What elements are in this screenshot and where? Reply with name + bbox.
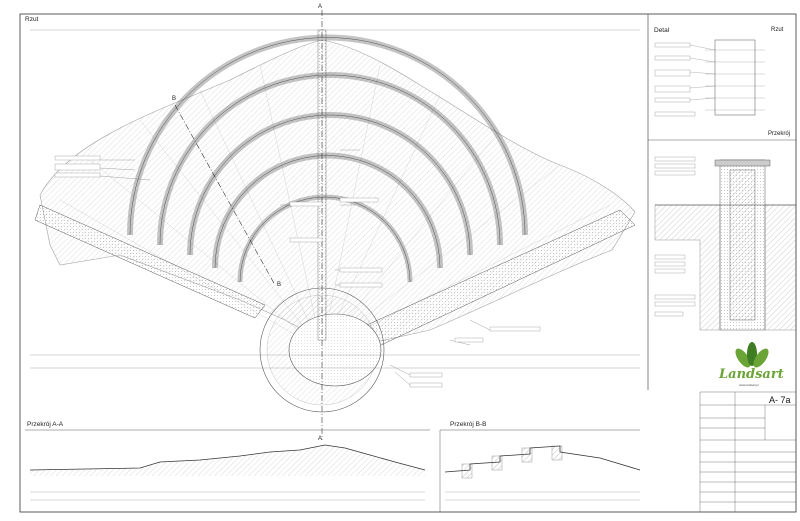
central-stair — [317, 29, 327, 341]
sheet-number: A- 7a — [769, 395, 791, 405]
path-left — [34, 204, 266, 319]
section-marker-b-top: B — [172, 96, 177, 102]
section-bb-drawing — [439, 429, 641, 512]
plan-drawing — [30, 10, 640, 440]
section-aa-drawing — [25, 429, 430, 501]
detail-section — [654, 156, 797, 331]
brand-name: Landsart — [719, 367, 784, 382]
detail-plan — [654, 39, 765, 117]
section-marker-a-bottom: A — [318, 436, 323, 442]
section-bb-title: Przekrój B-B — [450, 421, 487, 428]
dimension-lines — [30, 29, 640, 369]
seating-arcs — [127, 34, 528, 283]
detail-plan-label: Rzut — [771, 27, 784, 33]
detail-panel — [647, 14, 797, 390]
section-aa-title: Przekrój A-A — [27, 421, 64, 428]
detail-section-label: Przekrój — [768, 131, 791, 137]
annotation-tags — [54, 155, 541, 388]
brand-url: www.landsart.pl — [739, 383, 759, 387]
landsart-logo — [735, 342, 769, 368]
title-block — [699, 391, 797, 513]
detail-title: Detal — [654, 27, 670, 34]
plan-title: Rzut — [25, 16, 39, 23]
section-axis-b — [174, 104, 276, 286]
section-marker-b-bottom: B — [277, 282, 282, 288]
section-marker-a-top: A — [318, 4, 323, 10]
